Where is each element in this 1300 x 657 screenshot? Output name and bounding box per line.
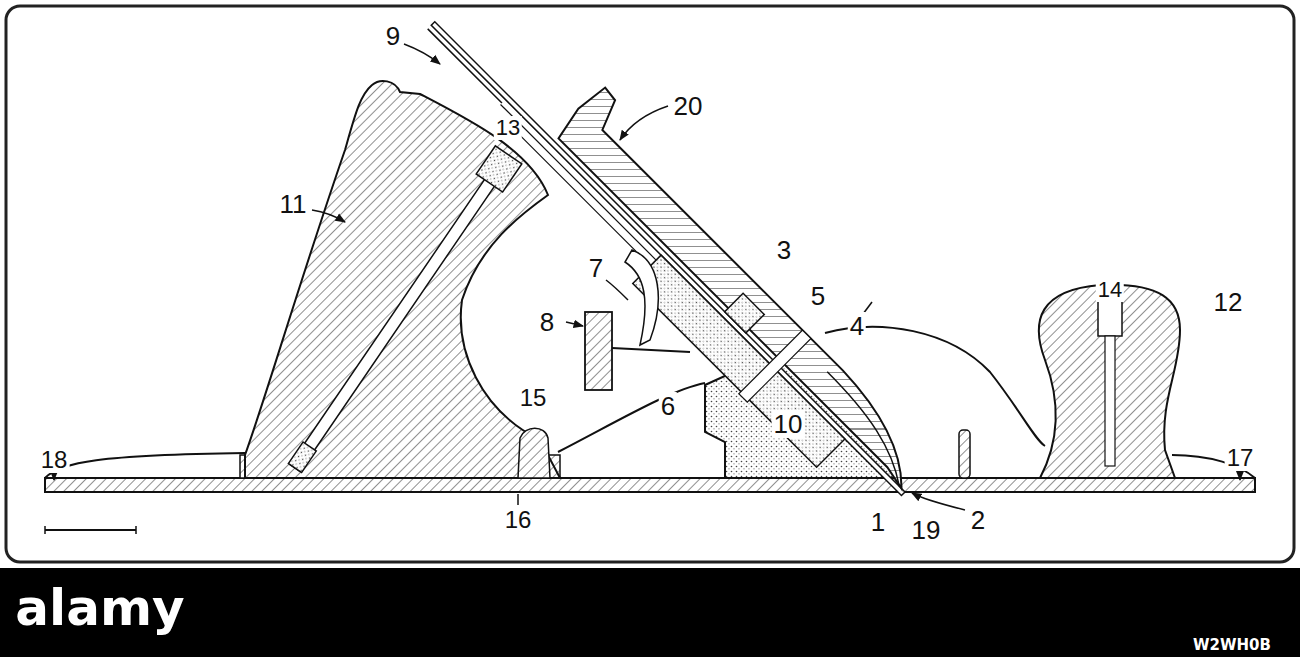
callout-number: 1 (869, 508, 887, 536)
frame (6, 6, 1294, 562)
sole (45, 478, 1255, 492)
callout-number: 15 (518, 385, 549, 411)
image-id: W2WH0B (1191, 636, 1273, 653)
callout-number: 13 (494, 116, 522, 140)
callout-number: 3 (775, 236, 793, 264)
callout-number: 17 (1225, 445, 1256, 471)
callout-number: 8 (538, 308, 556, 336)
callout-number: 16 (503, 507, 534, 533)
callout-number: 6 (659, 392, 677, 420)
callout-number: 9 (384, 22, 402, 50)
tote (245, 81, 560, 478)
callout-number: 10 (772, 410, 805, 438)
knob (1039, 285, 1180, 478)
callout-number: 11 (278, 190, 309, 218)
callout-number: 12 (1212, 288, 1245, 316)
callout-number: 4 (848, 312, 866, 340)
callout-number: 7 (587, 254, 605, 282)
scale-bar (45, 529, 136, 531)
callout-number: 5 (809, 282, 827, 310)
callout-number: 20 (672, 92, 705, 120)
callout-number: 19 (910, 516, 943, 544)
bottom-band (0, 568, 1300, 657)
callout-number: 2 (969, 506, 987, 534)
depth-knob (585, 312, 612, 390)
callout-number: 18 (39, 447, 70, 473)
watermark: alamy (13, 582, 186, 634)
callout-number: 14 (1096, 278, 1124, 302)
